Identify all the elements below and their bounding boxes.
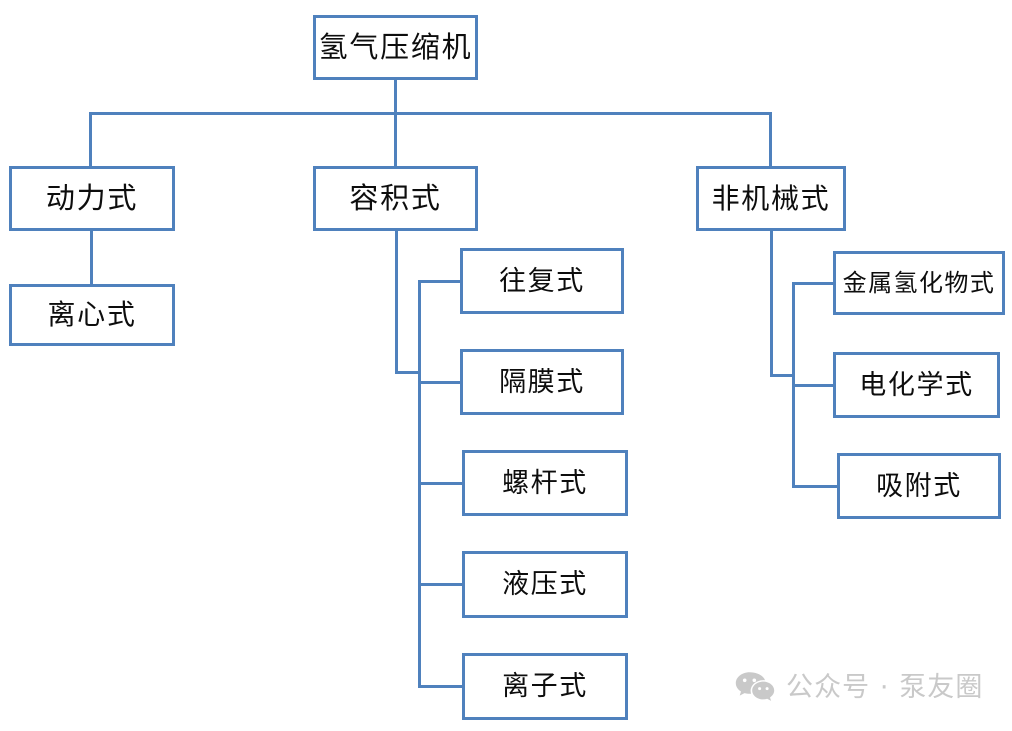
node-volumetric[interactable]: 容积式	[313, 166, 478, 231]
node-dynamic[interactable]: 动力式	[9, 166, 175, 231]
node-screw-label: 螺杆式	[502, 467, 588, 499]
node-adsorption[interactable]: 吸附式	[837, 453, 1001, 519]
node-electrochemical-label: 电化学式	[859, 369, 974, 401]
node-centrifugal-label: 离心式	[47, 298, 137, 331]
node-nonmechanical-label: 非机械式	[711, 181, 831, 215]
wechat-icon	[735, 672, 775, 701]
node-dynamic-label: 动力式	[45, 181, 139, 215]
watermark-text: 公众号 · 泵友圈	[786, 671, 984, 703]
watermark: 公众号 · 泵友圈	[735, 671, 983, 703]
node-screw[interactable]: 螺杆式	[462, 450, 628, 516]
node-ionic-label: 离子式	[502, 671, 588, 702]
node-reciprocating-label: 往复式	[499, 265, 585, 297]
node-diaphragm-label: 隔膜式	[499, 366, 585, 398]
node-diaphragm[interactable]: 隔膜式	[460, 349, 624, 415]
node-root-label: 氢气压缩机	[318, 30, 473, 64]
node-reciprocating[interactable]: 往复式	[460, 248, 624, 314]
node-centrifugal[interactable]: 离心式	[9, 284, 175, 346]
node-root[interactable]: 氢气压缩机	[313, 15, 478, 80]
node-metal-hydride[interactable]: 金属氢化物式	[833, 251, 1005, 315]
node-volumetric-label: 容积式	[349, 181, 442, 215]
node-metal-hydride-label: 金属氢化物式	[842, 269, 996, 297]
node-ionic[interactable]: 离子式	[462, 653, 628, 720]
node-electrochemical[interactable]: 电化学式	[833, 352, 1000, 418]
node-nonmechanical[interactable]: 非机械式	[696, 166, 846, 231]
node-hydraulic-label: 液压式	[502, 569, 588, 600]
node-adsorption-label: 吸附式	[876, 470, 962, 502]
node-hydraulic[interactable]: 液压式	[462, 551, 628, 618]
